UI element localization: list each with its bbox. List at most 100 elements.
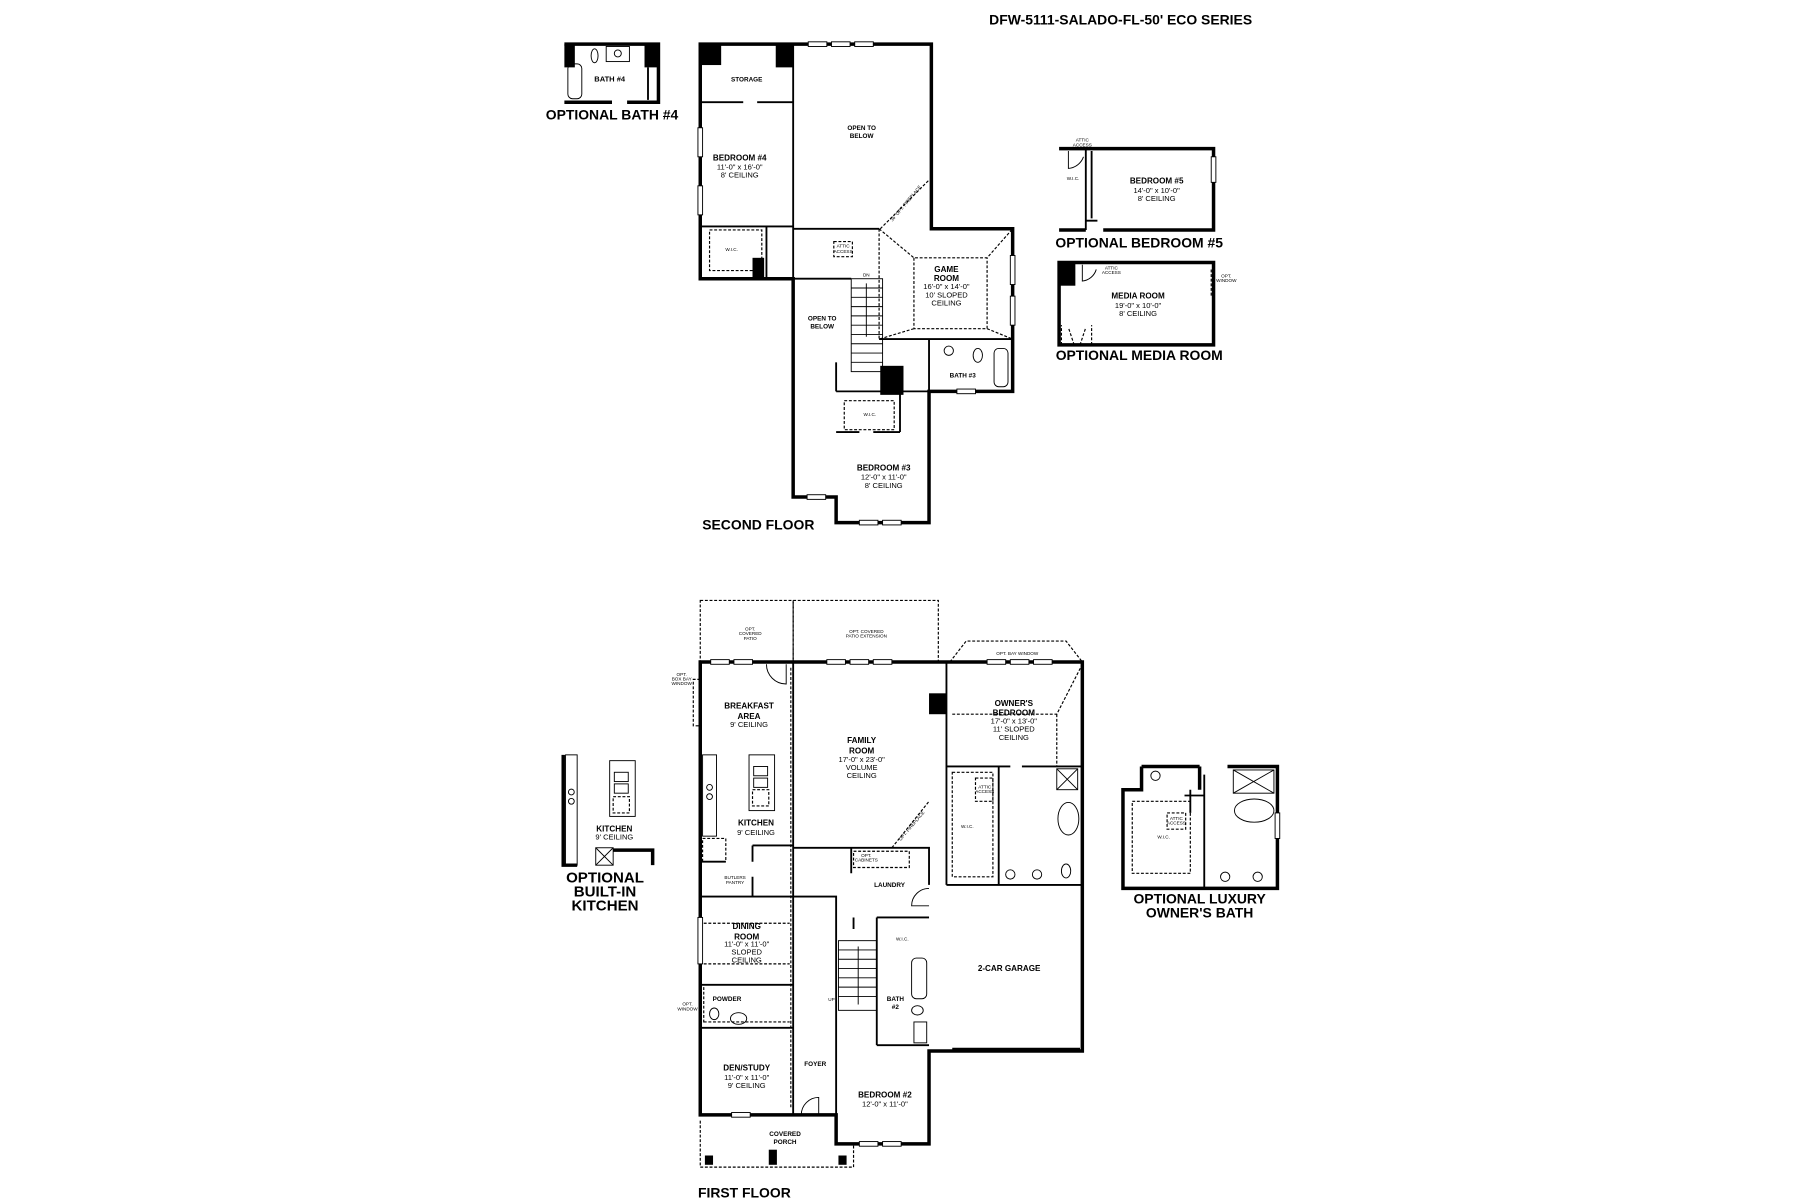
- kitchen-name: KITCHEN: [596, 825, 632, 834]
- laundry-label: LAUNDRY: [874, 882, 906, 889]
- bedroom-4-ceiling: 8' CEILING: [721, 171, 759, 180]
- optional-luxury-bath-caption: OWNER'S BATH: [1146, 904, 1253, 920]
- optional-kitchen-caption: BUILT-IN: [574, 884, 637, 901]
- stair-down-label: DN: [863, 272, 870, 277]
- covered-porch-label: PORCH: [774, 1139, 797, 1146]
- optional-kitchen-caption: KITCHEN: [572, 897, 639, 914]
- bedroom-5-name: BEDROOM #5: [1130, 177, 1184, 186]
- family-room-ceiling: CEILING: [847, 771, 877, 780]
- owners-bedroom-name: OWNER'S: [995, 699, 1034, 708]
- breakfast-ceiling: 9' CEILING: [730, 720, 768, 729]
- wic-label: W.I.C.: [1157, 834, 1170, 839]
- second-floor-plan: STORAGE OPEN TO BELOW BEDROOM #4 11'-0" …: [697, 41, 1016, 526]
- kitchen-ceiling: 9' CEILING: [595, 833, 633, 842]
- butlers-pantry-label: PANTRY: [726, 880, 744, 885]
- open-to-below-label: OPEN TO: [847, 125, 876, 132]
- opt-fireplace-label: OPT. FIREPLACE: [898, 810, 926, 842]
- optional-luxury-owners-bath: ATTIC ACCESS W.I.C.: [1121, 764, 1281, 891]
- den-name: DEN/STUDY: [723, 1064, 770, 1073]
- breakfast-name: AREA: [738, 712, 761, 721]
- game-room-size: 16'-0" x 14'-0": [923, 282, 970, 291]
- den-size: 11'-0" x 11'-0": [724, 1073, 770, 1082]
- optional-built-in-kitchen: KITCHEN 9' CEILING: [561, 754, 655, 867]
- attic-access-label: ATTIC: [1170, 816, 1184, 821]
- bedroom-4-name: BEDROOM #4: [713, 153, 767, 162]
- first-floor-caption: FIRST FLOOR: [698, 1184, 791, 1200]
- opt-patio-label: PATIO: [744, 636, 758, 641]
- optional-luxury-bath-caption: OPTIONAL LUXURY: [1133, 891, 1266, 907]
- attic-access-label: ACCESS: [834, 249, 853, 254]
- open-to-below-label: BELOW: [850, 133, 875, 140]
- wic-label: W.I.C.: [896, 937, 909, 942]
- bath-2-label: #2: [892, 1004, 900, 1011]
- bedroom-3-size: 12'-0" x 11'-0": [861, 473, 907, 482]
- butlers-pantry-label: BUTLERS: [724, 875, 745, 880]
- opt-patio-label: COVERED: [739, 631, 763, 636]
- opt-box-bay-label: WINDOW: [672, 681, 693, 686]
- den-ceiling: 9' CEILING: [728, 1081, 766, 1090]
- dining-room-name: DINING: [733, 922, 761, 931]
- game-room-ceiling: 10' SLOPED: [925, 290, 968, 299]
- opt-bay-window-label: OPT. BAY WINDOW: [996, 651, 1039, 656]
- opt-cabinets-label: OPT.: [861, 853, 871, 858]
- bath-3-label: BATH #3: [950, 372, 977, 379]
- dining-room-ceiling: CEILING: [732, 956, 762, 965]
- opt-window-label: OPT.: [682, 1002, 692, 1007]
- attic-access-label: ACCESS: [1102, 270, 1121, 275]
- attic-access-label: ATTIC: [837, 243, 851, 248]
- bedroom-3-ceiling: 8' CEILING: [865, 481, 903, 490]
- optional-bath-4-caption: OPTIONAL BATH #4: [546, 107, 679, 123]
- room-label: BATH #4: [594, 74, 626, 83]
- opt-window-label: WINDOW: [1216, 278, 1237, 283]
- second-floor-caption: SECOND FLOOR: [702, 517, 814, 533]
- dining-room-ceiling: SLOPED: [731, 948, 762, 957]
- dining-room-name: ROOM: [734, 933, 759, 942]
- opt-patio-extension-label: OPT. COVERED: [849, 629, 884, 634]
- family-room-name: FAMILY: [847, 736, 877, 745]
- opt-box-bay-label: OPT.: [677, 672, 687, 677]
- stair: [837, 940, 878, 1011]
- storage-label: STORAGE: [731, 76, 762, 83]
- family-room-name: ROOM: [849, 747, 874, 756]
- attic-access-label: ATTIC: [1105, 265, 1119, 270]
- attic-access-label: ACCESS: [1073, 142, 1092, 147]
- optional-kitchen-caption: OPTIONAL: [566, 870, 644, 887]
- optional-bedroom-5-caption: OPTIONAL BEDROOM #5: [1055, 234, 1223, 250]
- attic-access-label: ACCESS: [975, 789, 994, 794]
- family-room-size: 17'-0" x 23'-0": [839, 755, 886, 764]
- wic-label: W.I.C.: [1067, 176, 1080, 181]
- owners-bedroom-name: BEDROOM: [993, 708, 1036, 717]
- opt-fireplace-label: 36" OPT. FIREPLACE: [889, 184, 922, 222]
- owners-bedroom-size: 17'-0" x 13'-0": [991, 717, 1038, 726]
- opt-patio-label: OPT.: [745, 627, 755, 632]
- kitchen-ceiling: 9' CEILING: [737, 828, 775, 837]
- optional-bath-4: BATH #4: [564, 42, 661, 104]
- bedroom-2-name: BEDROOM #2: [858, 1090, 912, 1099]
- owners-bedroom-ceiling: CEILING: [999, 733, 1029, 742]
- bedroom-2-size: 12'-0" x 11'-0": [862, 1100, 908, 1109]
- bedroom-4-size: 11'-0" x 16'-0": [717, 163, 763, 172]
- wic-label: W.I.C.: [961, 824, 974, 829]
- opt-window-label: OPT.: [1221, 274, 1231, 279]
- media-room-size: 19'-0" x 10'-0": [1115, 301, 1162, 310]
- bedroom-5-size: 14'-0" x 10'-0": [1133, 186, 1180, 195]
- first-floor-plan: OPT. COVERED PATIO OPT. COVERED PATIO EX…: [672, 599, 1085, 1168]
- opt-cabinets-label: CABINETS: [855, 858, 878, 863]
- opt-box-bay-label: BOX BAY: [672, 677, 692, 682]
- wic-label: W.I.C.: [864, 412, 877, 417]
- open-to-below-label: OPEN TO: [808, 316, 837, 323]
- powder-label: POWDER: [713, 996, 742, 1003]
- stair-up-label: UP: [828, 997, 834, 1002]
- foyer-label: FOYER: [804, 1061, 826, 1068]
- bedroom-5-ceiling: 8' CEILING: [1138, 194, 1176, 203]
- optional-media-room-caption: OPTIONAL MEDIA ROOM: [1056, 347, 1223, 363]
- media-room-name: MEDIA ROOM: [1111, 291, 1165, 300]
- garage-label: 2-CAR GARAGE: [978, 964, 1041, 973]
- open-to-below-label: BELOW: [810, 324, 835, 331]
- breakfast-name: BREAKFAST: [724, 701, 774, 710]
- game-room-name: GAME: [934, 265, 959, 274]
- covered-porch-label: COVERED: [769, 1131, 801, 1138]
- attic-access-label: ACCESS: [1167, 821, 1186, 826]
- optional-bedroom-5: ATTIC ACCESS W.I.C. BEDROOM #5 14'-0" x …: [1059, 138, 1217, 232]
